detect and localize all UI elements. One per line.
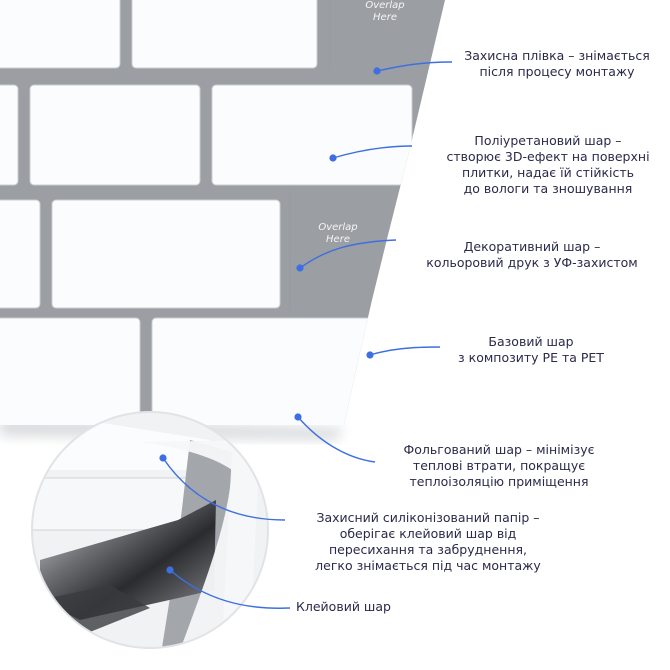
leader-lines <box>162 61 453 609</box>
label-line: кольоровий друк з УФ-захистом <box>426 255 638 270</box>
label-line: Фольгований шар – мінімізує <box>403 442 595 457</box>
tile-grid <box>0 0 413 425</box>
leader-dot-6 <box>159 454 167 462</box>
overlap-line: Overlap <box>318 222 358 233</box>
label-silicone-paper: Захисний силіконізований папір – оберіга… <box>296 510 560 574</box>
label-foil-layer: Фольгований шар – мінімізує теплові втра… <box>388 442 610 490</box>
leader-line-6 <box>162 457 286 521</box>
label-base-layer: Базовий шар з композиту PE та PET <box>436 334 626 366</box>
label-protective-film: Захисна плівка – знімається після процес… <box>454 48 660 80</box>
leader-dot-7 <box>166 566 174 574</box>
label-line: Захисний силіконізований папір – <box>316 510 540 525</box>
leader-line-3 <box>299 239 397 269</box>
leader-line-5 <box>297 416 376 463</box>
label-line: Поліуретановий шар – <box>474 133 622 148</box>
label-adhesive-layer: Клейовий шар <box>296 599 416 615</box>
label-line: легко знімається під час монтажу <box>315 558 541 573</box>
overlap-text-middle: Overlap Here <box>310 222 366 246</box>
label-line: Захисна плівка – знімається <box>464 48 650 63</box>
leader-line-2 <box>332 145 413 159</box>
label-polyurethane-layer: Поліуретановий шар – створює 3D-ефект на… <box>430 133 666 197</box>
leader-dot-3 <box>296 264 304 272</box>
label-line: оберігає клейовий шар від <box>339 526 517 541</box>
label-decorative-layer: Декоративний шар – кольоровий друк з УФ-… <box>412 239 652 271</box>
tile-panel <box>0 0 445 425</box>
leader-line-7 <box>169 569 291 609</box>
label-line: з композиту PE та PET <box>458 350 604 365</box>
leader-dot-5 <box>294 413 302 421</box>
overlap-text-top: Overlap Here <box>360 0 410 24</box>
overlap-line: Overlap <box>365 0 405 11</box>
leader-dots <box>159 67 381 574</box>
label-line: створює 3D-ефект на поверхні <box>446 149 650 164</box>
label-line: Клейовий шар <box>296 599 391 614</box>
leader-line-4 <box>369 346 441 356</box>
label-line: до вологи та зношування <box>463 181 633 196</box>
label-line: теплові втрати, покращує <box>412 458 586 473</box>
leader-line-1 <box>376 61 453 72</box>
overlap-line: Here <box>373 12 397 23</box>
leader-dot-1 <box>373 67 381 75</box>
label-line: пересихання та забруднення, <box>329 542 527 557</box>
label-line: Базовий шар <box>488 334 574 349</box>
label-line: теплоізоляцію приміщення <box>409 474 589 489</box>
leader-dot-2 <box>329 154 337 162</box>
overlap-line: Here <box>326 234 350 245</box>
leader-dot-4 <box>366 351 374 359</box>
peeled-layers-inset <box>31 411 269 649</box>
label-line: після процесу монтажу <box>479 64 635 79</box>
label-line: Декоративний шар – <box>463 239 601 254</box>
label-line: плитки, надає їй стійкість <box>461 165 635 180</box>
